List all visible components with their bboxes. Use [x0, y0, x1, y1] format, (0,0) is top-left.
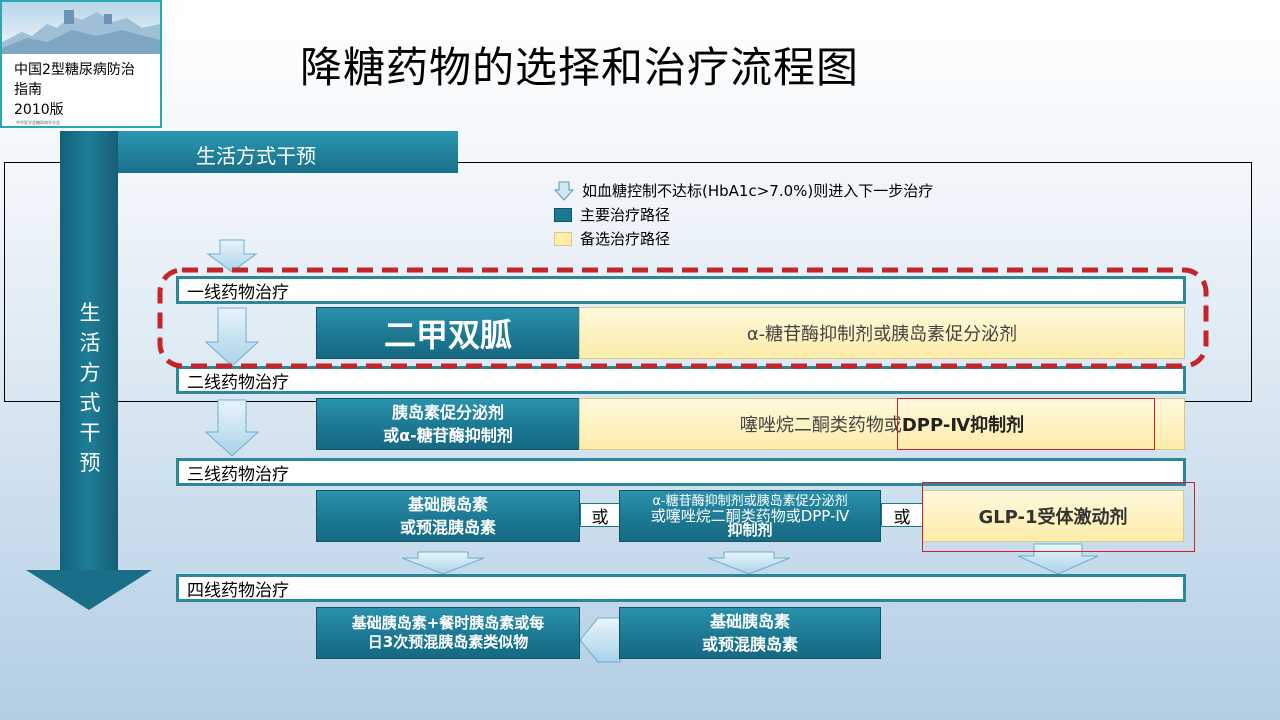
fourth-line-left: 基础胰岛素+餐时胰岛素或每 日3次预混胰岛素类似物 [316, 607, 580, 659]
lifestyle-vertical-label: 生 活 方 式 干 预 [79, 301, 101, 475]
legend-arrow-text: 如血糖控制不达标(HbA1c>7.0%)则进入下一步治疗 [582, 182, 934, 200]
third-line-bar: 三线药物治疗 [176, 458, 1186, 486]
legend-alternative-text: 备选治疗路径 [580, 230, 671, 248]
second-line-primary: 胰岛素促分泌剂 或α-糖苷酶抑制剂 [316, 398, 580, 450]
fourth-line-right: 基础胰岛素 或预混胰岛素 [619, 607, 881, 659]
primary-swatch [554, 207, 572, 222]
guideline-logo: 中国2型糖尿病防治 指南 2010版 中华医学会糖尿病学分会 [0, 0, 162, 128]
logo-text-line3: 2010版 [14, 102, 64, 118]
logo-small-text: 中华医学会糖尿病学分会 [16, 120, 60, 125]
legend-alternative-item: 备选治疗路径 [554, 228, 670, 249]
first-line-bar: 一线药物治疗 [176, 276, 1186, 304]
legend-primary-item: 主要治疗路径 [554, 204, 670, 225]
page-title: 降糖药物的选择和治疗流程图 [300, 43, 860, 92]
third-line-middle: α-糖苷酶抑制剂或胰岛素促分泌剂 或噻唑烷二酮类药物或DPP-Ⅳ 抑制剂 [619, 490, 881, 542]
fourth-line-bar: 四线药物治疗 [176, 574, 1186, 602]
metformin-box: 二甲双胍 [316, 307, 580, 359]
down-arrow-icon [554, 181, 574, 201]
first-line-dashed-highlight [157, 267, 1209, 369]
or-connector-2: 或 [881, 503, 923, 528]
glp1-box: GLP-1受体激动剂 [922, 490, 1184, 542]
third-line-primary: 基础胰岛素 或预混胰岛素 [316, 490, 580, 542]
highlight-box-dpp4 [897, 398, 1155, 450]
second-alt-prefix: 噻唑烷二酮类药物或 [739, 415, 902, 436]
logo-text-line2: 指南 [14, 82, 42, 98]
lifestyle-arrow [26, 131, 458, 610]
lifestyle-horizontal-label: 生活方式干预 [196, 144, 316, 168]
legend-primary-text: 主要治疗路径 [580, 206, 671, 224]
highlight-box-glp1 [922, 482, 1195, 552]
alternative-swatch [554, 231, 572, 246]
legend-arrow-item: 如血糖控制不达标(HbA1c>7.0%)则进入下一步治疗 [554, 180, 933, 201]
first-line-alternative: α-糖苷酶抑制剂或胰岛素促分泌剂 [579, 307, 1185, 359]
second-alt-bold: DPP-Ⅳ抑制剂 [901, 415, 1025, 436]
logo-text-line1: 中国2型糖尿病防治 [14, 62, 135, 78]
or-connector-1: 或 [580, 503, 620, 528]
great-wall-image [2, 2, 160, 54]
